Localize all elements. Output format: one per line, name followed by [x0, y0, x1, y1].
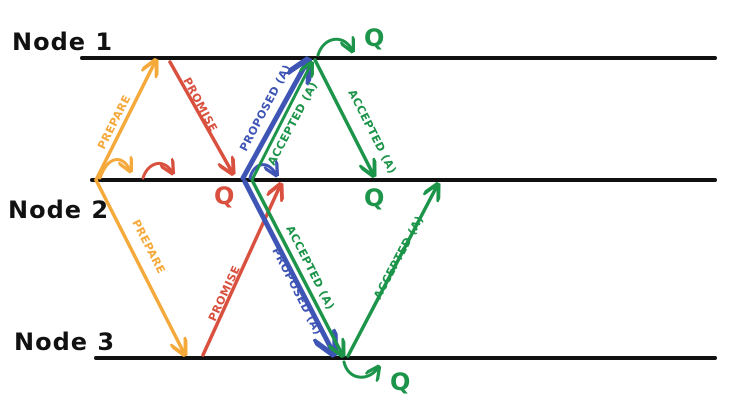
propose-self-loop — [248, 165, 276, 178]
promise-arrow-from-node-3 — [201, 186, 280, 357]
prepare-arrow-to-node-1 — [94, 62, 155, 182]
promise-self-loop — [141, 163, 172, 180]
prepare-arrow-to-node-3 — [94, 178, 184, 353]
propose-arrow-to-node-3 — [242, 179, 333, 352]
quorum-promise-node-2: Q — [214, 182, 234, 210]
prepare-self-loop — [98, 160, 130, 180]
accepted-arrow-node-2-to-node-1 — [250, 64, 311, 182]
quorum-accepted-node-2: Q — [364, 184, 384, 212]
promise-label-from-node-3: PROMISE — [206, 264, 243, 324]
quorum-node-1: Q — [364, 24, 384, 52]
accepted-label-node-3-to-node-2: ACCEPTED (A) — [371, 213, 426, 301]
accepted-self-loop-node-1 — [316, 39, 352, 57]
accepted-arrow-node-2-to-node-3 — [251, 180, 342, 354]
quorum-node-3: Q — [390, 368, 410, 396]
node-3-label: Node 3 — [14, 328, 115, 356]
prepare-label-to-node-3: PREPARE — [129, 217, 167, 276]
promise-arrow-from-node-1 — [168, 60, 232, 172]
accepted-arrow-node-1-to-node-2 — [313, 58, 373, 174]
accepted-self-loop-node-3 — [342, 360, 378, 377]
node-2-label: Node 2 — [8, 196, 109, 224]
accepted-arrow-node-3-to-node-2 — [346, 186, 437, 358]
propose-arrow-to-node-1 — [240, 62, 307, 181]
node-1-label: Node 1 — [12, 28, 113, 56]
promise-label-from-node-1: PROMISE — [180, 75, 220, 134]
